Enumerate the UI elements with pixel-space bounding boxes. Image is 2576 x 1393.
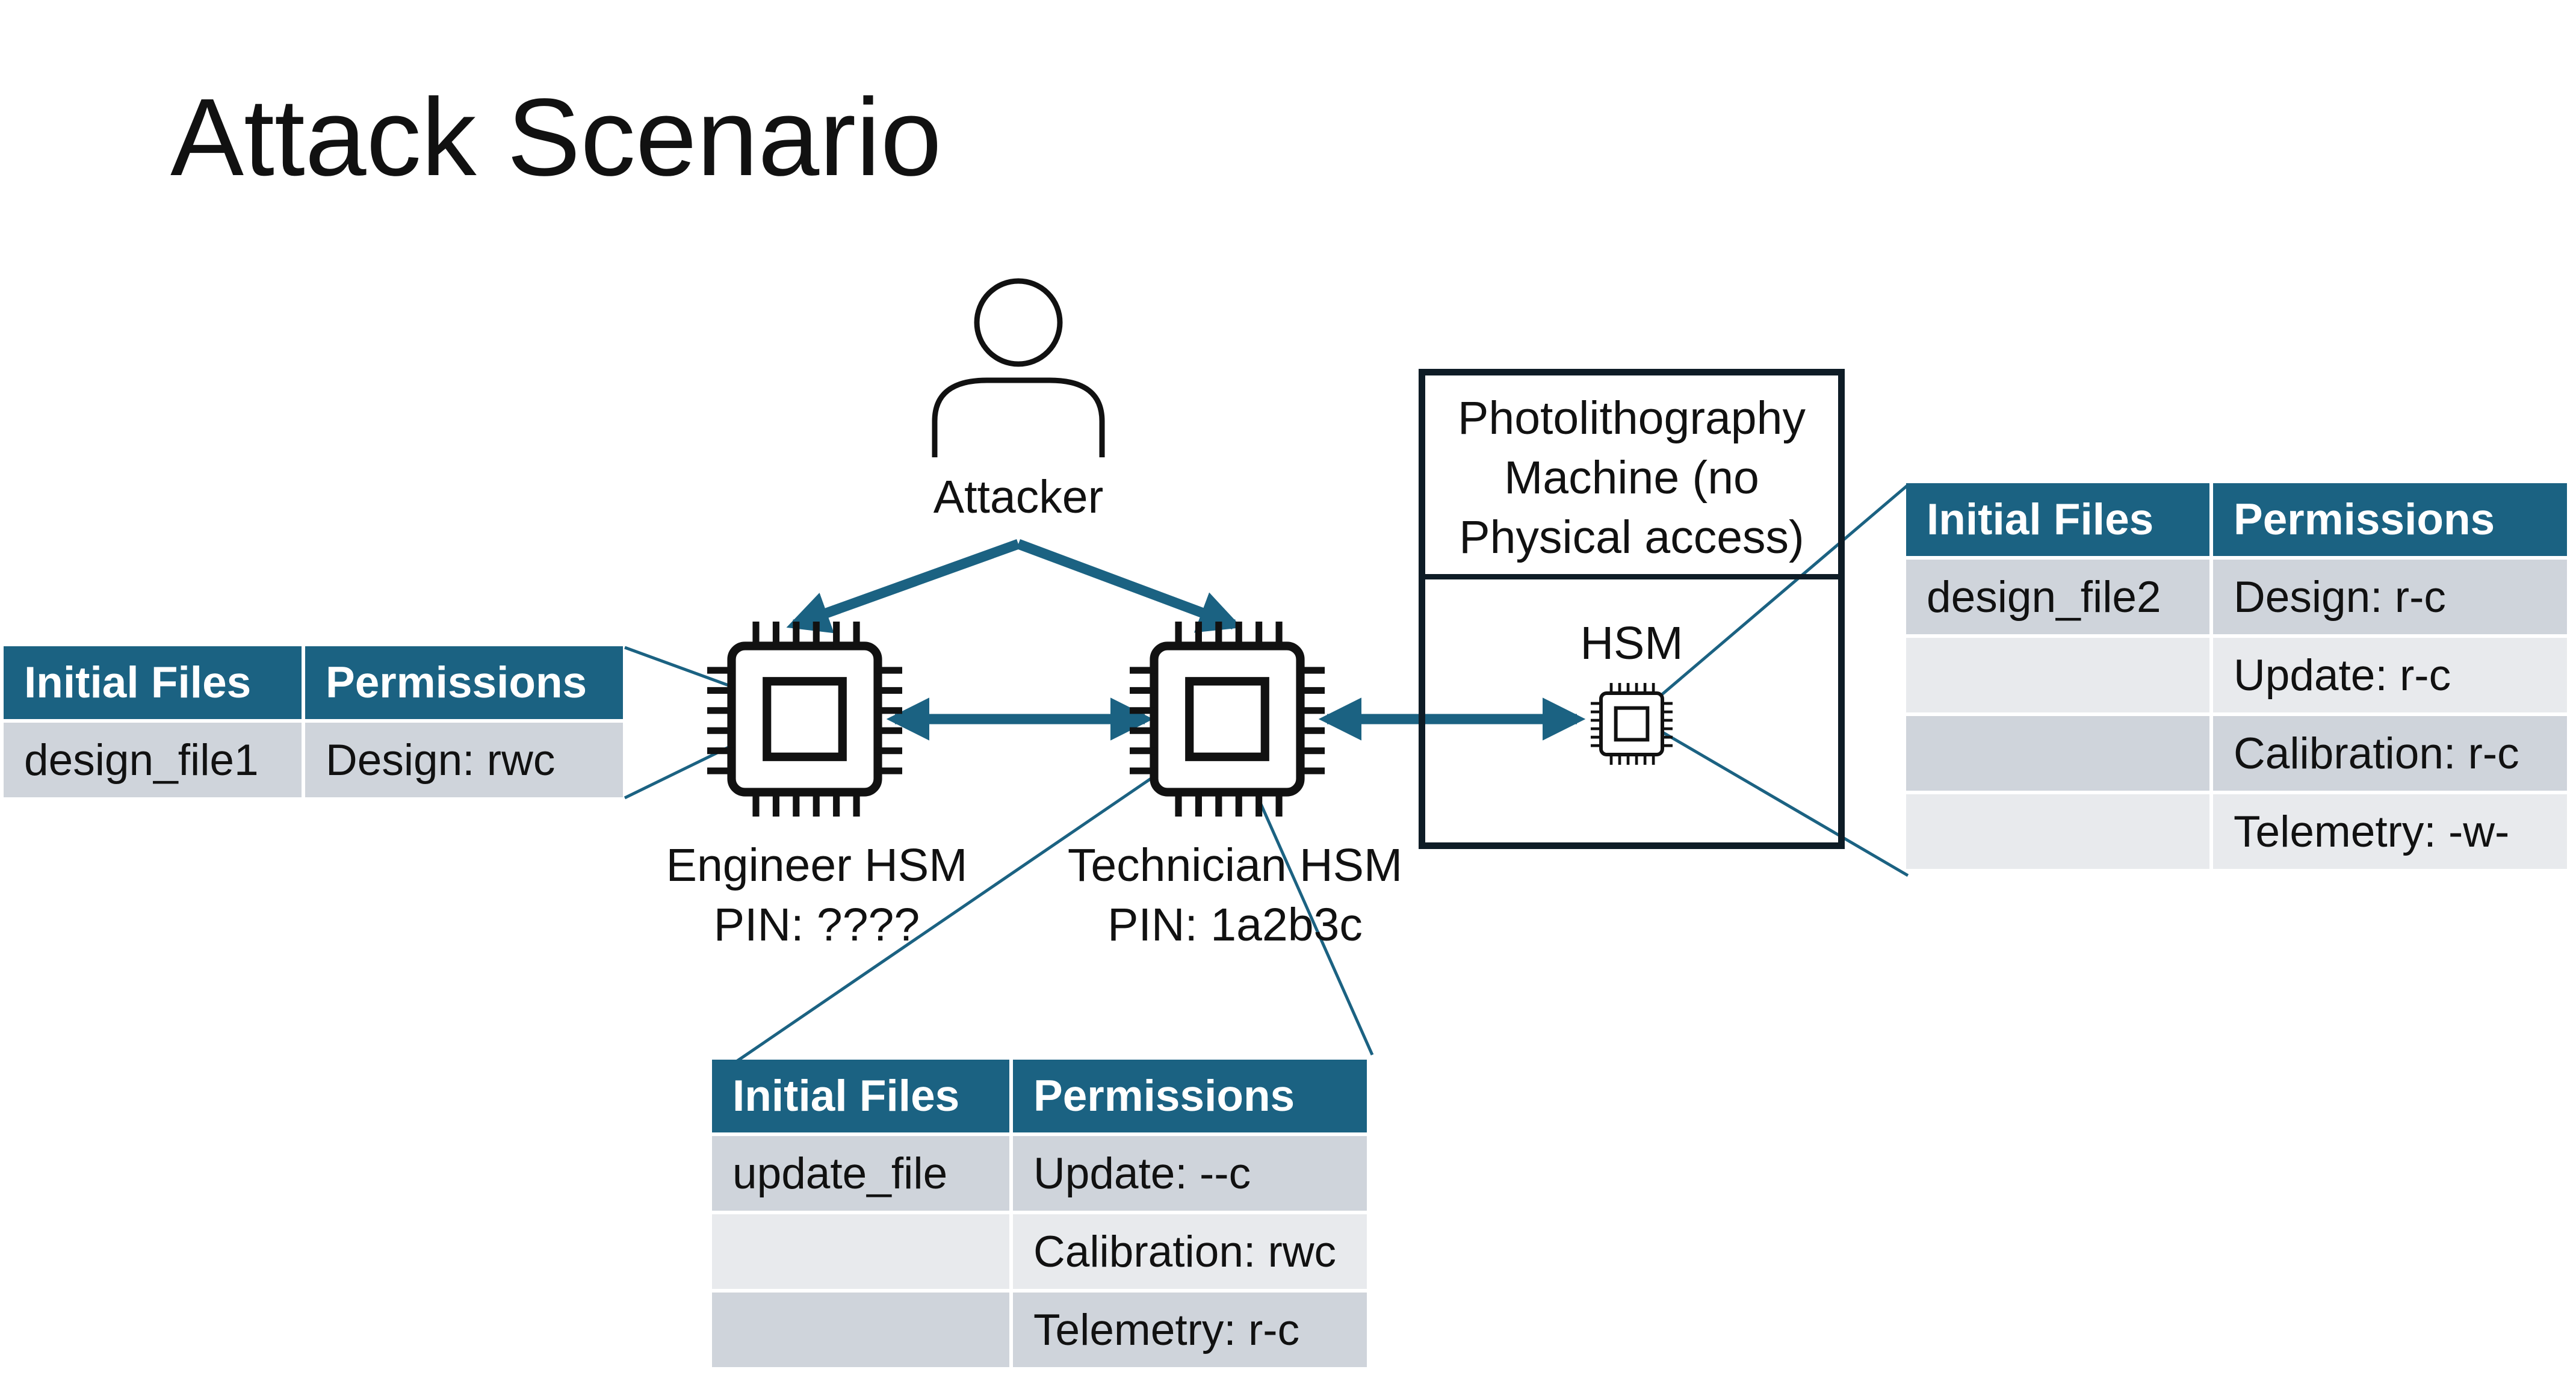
table-row: Telemetry: -w-	[1906, 794, 2567, 869]
table-cell: Telemetry: r-c	[1013, 1293, 1367, 1367]
table-cell: design_file2	[1906, 560, 2209, 634]
engineer-chip-icon	[707, 622, 902, 817]
table-cell: Update: r-c	[2213, 638, 2567, 712]
machine-hsm-label: HSM	[1580, 617, 1683, 669]
table-row: Calibration: r-c	[1906, 716, 2567, 791]
table-header: Permissions	[2213, 483, 2567, 556]
machine-permissions-table: Initial Files Permissions design_file2 D…	[1903, 480, 2571, 873]
table-cell: Calibration: r-c	[2213, 716, 2567, 791]
flow-arrows	[786, 539, 1586, 741]
attacker-label: Attacker	[933, 471, 1104, 523]
table-row: Calibration: rwc	[712, 1214, 1367, 1289]
table-row: design_file2 Design: r-c	[1906, 560, 2567, 634]
table-row: Telemetry: r-c	[712, 1293, 1367, 1367]
machine-box: Photolithography Machine (no Physical ac…	[1419, 369, 1845, 849]
technician-chip-icon	[1130, 622, 1325, 817]
table-cell: Telemetry: -w-	[2213, 794, 2567, 869]
engineer-hsm-name: Engineer HSM	[666, 839, 968, 891]
machine-title-line: Physical access)	[1459, 511, 1804, 563]
table-cell: Update: --c	[1013, 1136, 1367, 1211]
table-header: Initial Files	[4, 646, 302, 719]
table-cell: Design: rwc	[305, 723, 623, 797]
table-cell: design_file1	[4, 723, 302, 797]
engineer-hsm-pin: PIN: ????	[713, 899, 920, 951]
table-cell: update_file	[712, 1136, 1009, 1211]
machine-title: Photolithography Machine (no Physical ac…	[1425, 389, 1838, 567]
table-header: Permissions	[1013, 1060, 1367, 1132]
machine-title-line: Machine (no	[1504, 452, 1759, 504]
table-row: Update: r-c	[1906, 638, 2567, 712]
table-header: Permissions	[305, 646, 623, 719]
table-cell: Calibration: rwc	[1013, 1214, 1367, 1289]
machine-divider	[1425, 574, 1838, 579]
table-header: Initial Files	[712, 1060, 1009, 1132]
table-cell	[1906, 638, 2209, 712]
table-cell	[1906, 794, 2209, 869]
technician-permissions-table: Initial Files Permissions update_file Up…	[708, 1056, 1370, 1371]
technician-hsm-name: Technician HSM	[1067, 839, 1403, 891]
machine-title-line: Photolithography	[1458, 392, 1806, 444]
table-header: Initial Files	[1906, 483, 2209, 556]
attacker-to-technician-arrow	[1017, 539, 1242, 633]
table-cell	[712, 1214, 1009, 1289]
table-cell	[712, 1293, 1009, 1367]
attacker-to-engineer-arrow	[786, 539, 1020, 634]
technician-hsm-pin: PIN: 1a2b3c	[1107, 899, 1363, 951]
table-row: design_file1 Design: rwc	[4, 723, 623, 797]
person-icon	[932, 278, 1105, 457]
table-row: update_file Update: --c	[712, 1136, 1367, 1211]
table-cell: Design: r-c	[2213, 560, 2567, 634]
engineer-permissions-table: Initial Files Permissions design_file1 D…	[0, 643, 627, 801]
page-title: Attack Scenario	[170, 75, 942, 199]
table-cell	[1906, 716, 2209, 791]
